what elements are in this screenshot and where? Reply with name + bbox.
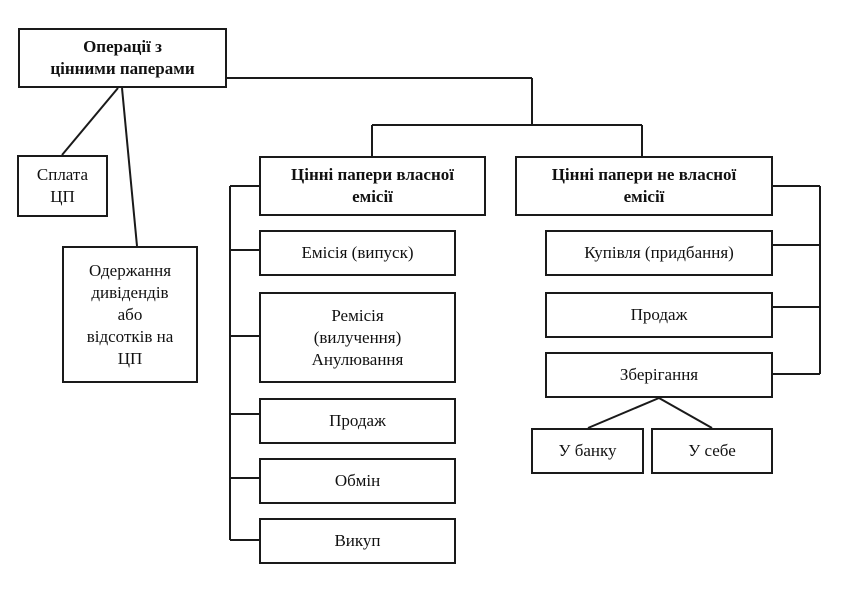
connector-storage-bank <box>587 397 660 429</box>
dividends-box: Одержання дивідендів або відсотків на ЦП <box>62 246 198 383</box>
own-emission-header: Цінні папери власної емісії <box>259 156 486 216</box>
storage-self-box: У себе <box>651 428 773 474</box>
own-item-sale: Продаж <box>259 398 456 444</box>
own-item-exchange: Обмін <box>259 458 456 504</box>
foreign-item-purchase: Купівля (придбання) <box>545 230 773 276</box>
root-box: Операції з цінними паперами <box>18 28 227 88</box>
connector-payment <box>61 87 119 156</box>
own-item-buyback: Викуп <box>259 518 456 564</box>
storage-bank-box: У банку <box>531 428 644 474</box>
own-item-emission: Емісія (випуск) <box>259 230 456 276</box>
foreign-item-sale: Продаж <box>545 292 773 338</box>
foreign-emission-header: Цінні папери не власної емісії <box>515 156 773 216</box>
connector-storage-self <box>658 397 713 429</box>
foreign-item-storage: Зберігання <box>545 352 773 398</box>
payment-box: Сплата ЦП <box>17 155 108 217</box>
own-item-remission: Ремісія (вилучення) Анулювання <box>259 292 456 383</box>
connector-dividends <box>121 87 138 247</box>
